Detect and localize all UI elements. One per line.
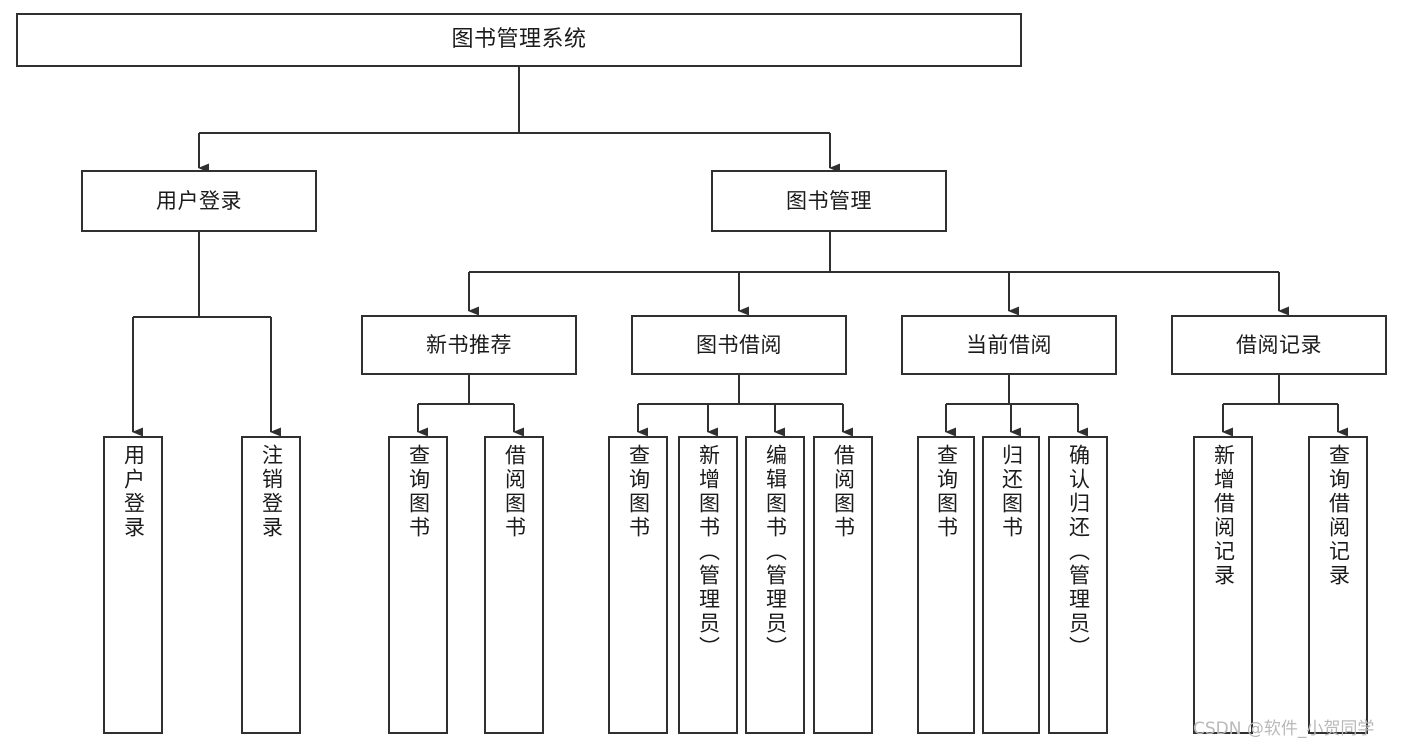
node-label: 借阅记录 [1236, 332, 1322, 357]
node-borrow-record[interactable]: 借阅记录 [1171, 315, 1387, 375]
node-label: 查询借阅记录 [1326, 444, 1351, 588]
node-leaf-query-book-borrow[interactable]: 查询图书 [608, 436, 668, 734]
node-leaf-add-borrow-record[interactable]: 新增借阅记录 [1193, 436, 1253, 734]
node-leaf-query-borrow-record[interactable]: 查询借阅记录 [1308, 436, 1368, 734]
node-label: 编辑图书（管理员） [763, 444, 788, 660]
node-label: 查询图书 [406, 444, 431, 540]
node-root-system[interactable]: 图书管理系统 [16, 13, 1022, 67]
node-leaf-user-logout[interactable]: 注销登录 [241, 436, 301, 734]
node-label: 查询图书 [626, 444, 651, 540]
node-label: 查询图书 [934, 444, 959, 540]
node-current-borrow[interactable]: 当前借阅 [901, 315, 1117, 375]
node-leaf-query-book-recommend[interactable]: 查询图书 [388, 436, 448, 734]
node-book-borrow[interactable]: 图书借阅 [631, 315, 847, 375]
node-label: 借阅图书 [502, 444, 527, 540]
node-label: 借阅图书 [831, 444, 856, 540]
node-leaf-edit-book[interactable]: 编辑图书（管理员） [745, 436, 805, 734]
node-label: 当前借阅 [966, 332, 1052, 357]
node-label: 新书推荐 [426, 332, 512, 357]
node-leaf-user-login[interactable]: 用户登录 [103, 436, 163, 734]
node-label: 图书借阅 [696, 332, 782, 357]
node-leaf-query-book-current[interactable]: 查询图书 [917, 436, 975, 734]
node-leaf-borrow-book[interactable]: 借阅图书 [813, 436, 873, 734]
node-label: 图书管理 [786, 188, 872, 213]
node-leaf-confirm-return[interactable]: 确认归还（管理员） [1048, 436, 1108, 734]
node-book-manage[interactable]: 图书管理 [711, 170, 947, 232]
node-label: 注销登录 [259, 444, 284, 540]
node-leaf-add-book[interactable]: 新增图书（管理员） [678, 436, 738, 734]
node-new-book-recommend[interactable]: 新书推荐 [361, 315, 577, 375]
node-label: 归还图书 [999, 444, 1024, 540]
node-label: 新增借阅记录 [1211, 444, 1236, 588]
watermark: CSDN @软件_小贺同学 [1193, 719, 1375, 739]
node-user-login[interactable]: 用户登录 [81, 170, 317, 232]
node-label: 新增图书（管理员） [696, 444, 721, 660]
node-leaf-borrow-book-recommend[interactable]: 借阅图书 [484, 436, 544, 734]
node-label: 图书管理系统 [451, 27, 587, 53]
node-label: 确认归还（管理员） [1066, 444, 1091, 660]
node-leaf-return-book[interactable]: 归还图书 [982, 436, 1040, 734]
node-label: 用户登录 [156, 188, 242, 213]
node-label: 用户登录 [121, 444, 146, 540]
